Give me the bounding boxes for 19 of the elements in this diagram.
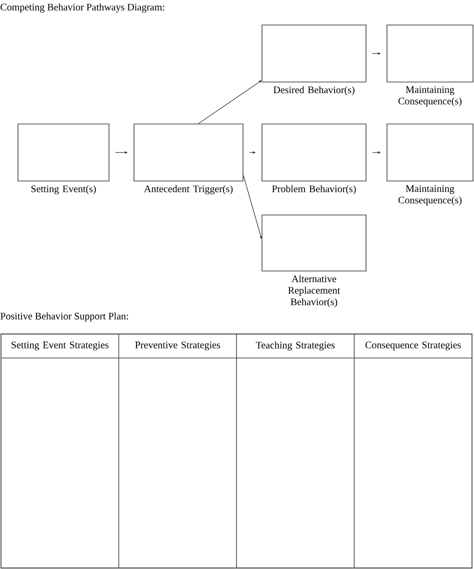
arrow xyxy=(115,152,128,154)
arrow xyxy=(243,175,262,239)
box-label: Antecedent Trigger(s) xyxy=(144,185,233,194)
column-header: Teaching Strategies xyxy=(256,341,335,351)
column-header: Preventive Strategies xyxy=(135,342,220,350)
box-label: Alternative Replacement Behavior(s) xyxy=(288,275,340,308)
heading: Positive Behavior Support Plan: xyxy=(0,312,128,322)
arrow xyxy=(372,52,380,54)
arrow xyxy=(372,152,380,154)
arrow xyxy=(249,152,256,154)
box-label: Problem Behavior(s) xyxy=(272,185,356,194)
column-header: Setting Event Strategies xyxy=(12,342,108,350)
box-label: Setting Event(s) xyxy=(31,185,96,194)
box-label: Maintaining Consequence(s) xyxy=(398,86,462,106)
box-label: Desired Behavior(s) xyxy=(273,86,354,96)
arrow xyxy=(198,80,262,124)
heading: Competing Behavior Pathways Diagram: xyxy=(0,3,164,13)
column-header: Consequence Strategies xyxy=(366,342,461,350)
box-label: Maintaining Consequence(s) xyxy=(398,185,462,206)
